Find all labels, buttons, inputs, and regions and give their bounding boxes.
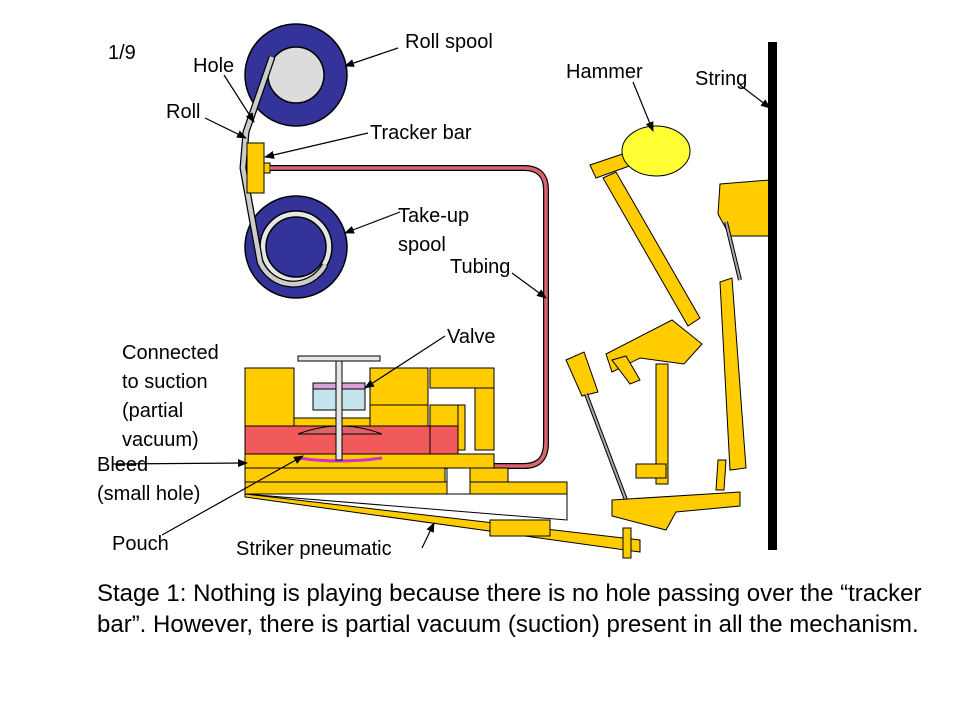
label-string: String bbox=[695, 68, 747, 90]
label-hole: Hole bbox=[193, 55, 234, 77]
label-suction-3: (partial bbox=[122, 400, 183, 422]
tracker-bar bbox=[246, 142, 265, 194]
label-hammer: Hammer bbox=[566, 61, 643, 83]
label-bleed-1: Bleed bbox=[97, 454, 148, 476]
page-number: 1/9 bbox=[108, 42, 136, 64]
label-pouch: Pouch bbox=[112, 533, 169, 555]
roll-spool bbox=[244, 23, 348, 127]
label-take-up-2: spool bbox=[398, 234, 446, 256]
valve-block bbox=[244, 355, 568, 495]
pointer-lines bbox=[112, 47, 771, 549]
label-bleed-2: (small hole) bbox=[97, 483, 200, 505]
hammer-head bbox=[621, 125, 691, 177]
striker-pneumatic bbox=[244, 493, 641, 559]
piano-string bbox=[768, 42, 777, 550]
label-roll: Roll bbox=[166, 101, 200, 123]
label-tubing: Tubing bbox=[450, 256, 510, 278]
slide-caption: Stage 1: Nothing is playing because ther… bbox=[97, 580, 922, 638]
label-tracker-bar: Tracker bar bbox=[370, 122, 472, 144]
label-valve: Valve bbox=[447, 326, 496, 348]
label-suction-2: to suction bbox=[122, 371, 208, 393]
label-striker: Striker pneumatic bbox=[236, 538, 392, 560]
label-suction-4: vacuum) bbox=[122, 429, 199, 451]
take-up-spool bbox=[244, 195, 348, 299]
label-suction-1: Connected bbox=[122, 342, 219, 364]
piano-action bbox=[565, 125, 771, 531]
label-roll-spool: Roll spool bbox=[405, 31, 493, 53]
label-take-up-1: Take-up bbox=[398, 205, 469, 227]
